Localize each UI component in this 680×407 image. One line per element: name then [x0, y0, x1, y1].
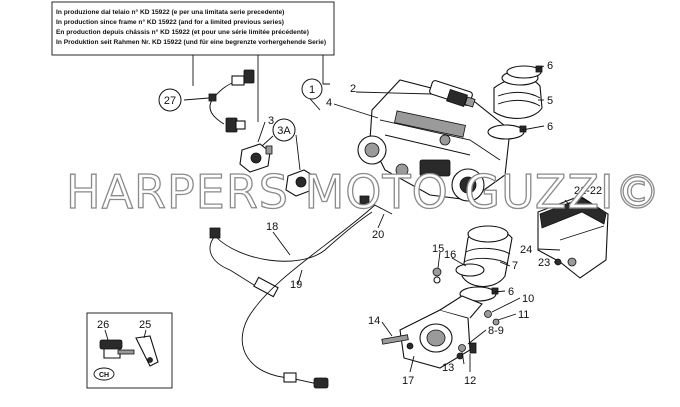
stud-part-14 — [381, 334, 409, 345]
callout-3: 3 — [268, 115, 274, 127]
callout-numbers: 2 3 4 5 6 6 6 7 8-9 10 11 12 13 14 15 16… — [97, 60, 602, 387]
cable-part-20 — [359, 195, 393, 215]
callout-4: 4 — [326, 97, 332, 109]
throttle-sensor-part-3 — [285, 134, 315, 197]
circled-label-3a: 3A — [277, 125, 291, 137]
callout-11: 11 — [518, 309, 529, 321]
callout-6-top: 6 — [547, 60, 553, 72]
callout-circle-27: 27 — [158, 88, 182, 112]
callout-13: 13 — [442, 362, 454, 374]
callout-2: 2 — [350, 83, 356, 95]
circled-label-27: 27 — [164, 95, 176, 107]
callout-19: 19 — [290, 279, 302, 291]
callout-25: 25 — [139, 319, 151, 331]
circled-label-1: 1 — [309, 84, 315, 96]
callout-16: 16 — [444, 249, 456, 261]
callout-circle-1: 1 — [301, 78, 323, 111]
inset-badge-ch: CH — [99, 372, 109, 379]
cover-part-21-22 — [537, 195, 609, 279]
callout-23: 23 — [538, 257, 550, 269]
inset-detail-box: CH — [86, 312, 173, 389]
notice-line-de: In Produktion seit Rahmen Nr. KD 15922 (… — [56, 39, 326, 46]
intake-manifold-part-17 — [399, 295, 483, 369]
production-notice-box: In produzione dal telaio n° KD 15922 (e … — [51, 1, 335, 56]
callout-6-middle: 6 — [547, 121, 553, 133]
callout-7: 7 — [512, 260, 518, 272]
callout-18: 18 — [266, 221, 278, 233]
hose-clamp-part-16 — [455, 263, 485, 277]
throttle-cable-part-18 — [209, 211, 373, 298]
watermark-text: HARPERS MOTO GUZZI© — [66, 165, 662, 219]
callout-10: 10 — [522, 293, 534, 305]
fastener-parts-8-13 — [432, 267, 500, 354]
callout-21-22: 21-22 — [574, 185, 602, 197]
callout-15: 15 — [432, 243, 444, 255]
hose-clamp-part-6-upper — [506, 65, 543, 79]
callout-17: 17 — [402, 375, 414, 387]
throttle-body-assembly — [357, 79, 511, 202]
callout-6-bottom: 6 — [508, 286, 514, 298]
notice-line-it: In produzione dal telaio n° KD 15922 (e … — [56, 8, 284, 16]
callout-12: 12 — [464, 375, 476, 387]
throttle-sensor-part-3a — [239, 143, 273, 173]
callout-circle-3a: 3A — [261, 118, 296, 147]
injector-part-2 — [429, 80, 476, 108]
hose-clamp-part-6-bottom — [459, 286, 499, 302]
callout-26: 26 — [97, 319, 109, 331]
callout-leader-lines — [104, 65, 573, 373]
callout-20: 20 — [372, 229, 384, 241]
callout-24: 24 — [520, 244, 532, 256]
callout-14: 14 — [368, 315, 380, 327]
intake-hose-part-7 — [461, 225, 513, 288]
sensor-harness-part-27 — [183, 69, 255, 133]
throttle-cable-part-19 — [241, 204, 376, 389]
callout-8-9: 8-9 — [488, 325, 504, 337]
notice-line-en: In production since frame n° KD 15922 (a… — [56, 18, 284, 26]
notice-line-fr: En production depuis châssis n° KD 15922… — [56, 28, 309, 36]
callout-5: 5 — [547, 95, 553, 107]
hose-clamp-part-6-lower — [487, 124, 527, 140]
notice-leader-lines — [192, 55, 330, 122]
